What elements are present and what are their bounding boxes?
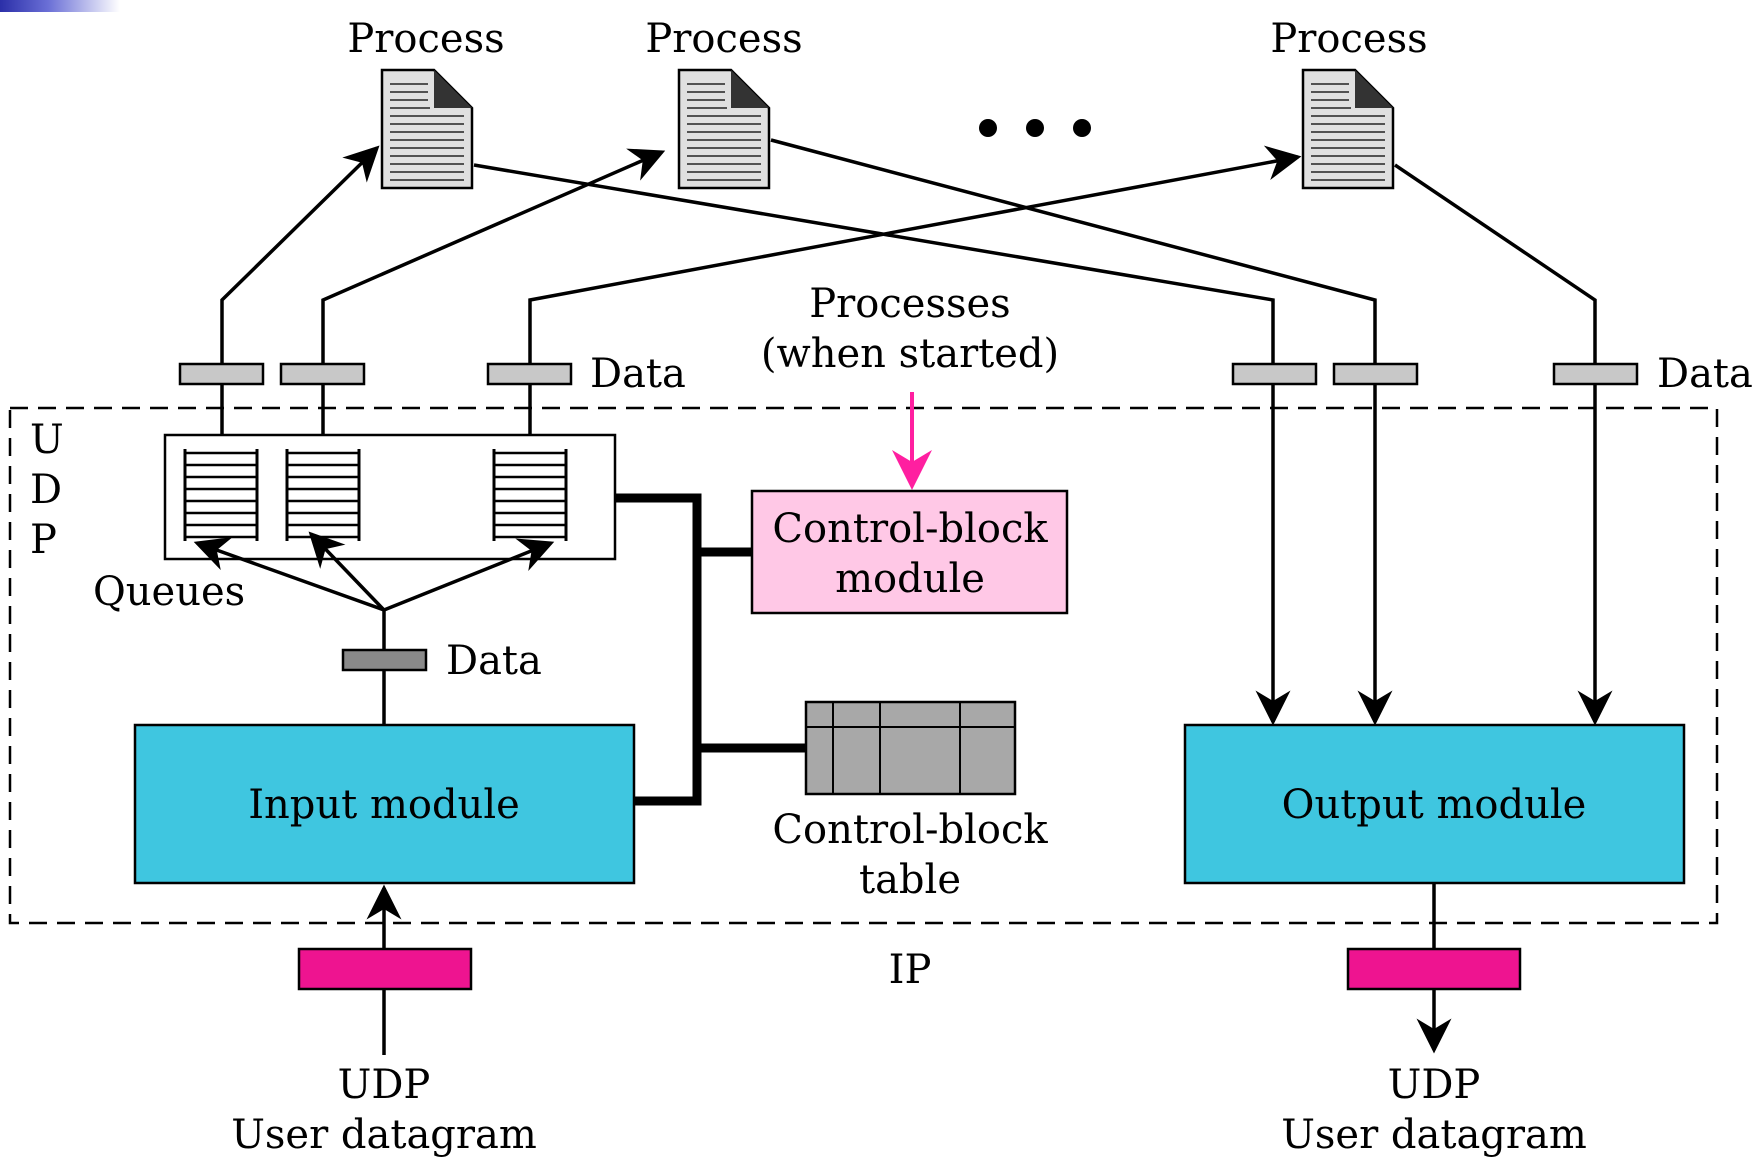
data-to-queue2	[308, 531, 386, 612]
data-to-queue1	[193, 537, 385, 612]
control-block-module-line2: module	[835, 556, 985, 602]
data-bar	[279, 362, 366, 386]
datagram-bar-left	[297, 947, 473, 991]
udp-vertical-p: P	[30, 517, 57, 563]
process-label-2: Process	[645, 16, 802, 62]
udp-left-line1: UDP	[338, 1062, 431, 1108]
output-module-label: Output module	[1282, 782, 1587, 828]
udp-vertical-u: U	[30, 417, 64, 463]
control-block-table-line1: Control-block	[772, 807, 1048, 853]
udp-right-line1: UDP	[1388, 1062, 1481, 1108]
ellipsis-dots	[979, 119, 1091, 137]
control-block-table-line2: table	[859, 857, 961, 903]
control-block-table-icon	[804, 700, 1017, 796]
data-label-middle: Data	[446, 638, 542, 684]
queue3-to-process3	[528, 145, 1302, 449]
ip-label: IP	[889, 947, 932, 993]
document-icon	[380, 68, 474, 190]
control-block-module-line1: Control-block	[772, 506, 1048, 552]
processes-started-line2: (when started)	[761, 331, 1059, 377]
process2-to-output	[770, 138, 1393, 726]
udp-boundary	[8, 406, 1719, 925]
process3-to-output	[1394, 163, 1613, 726]
data-bar	[1231, 362, 1318, 386]
data-bar	[1552, 362, 1639, 386]
data-label-right: Data	[1657, 351, 1752, 397]
process1-to-output	[473, 163, 1291, 726]
process-label-1: Process	[347, 16, 504, 62]
datagram-bar-right	[1346, 947, 1522, 991]
data-bar-middle	[341, 648, 428, 672]
udp-left-line2: User datagram	[231, 1112, 537, 1158]
udp-vertical-d: D	[30, 467, 62, 513]
document-icon	[1301, 68, 1395, 190]
document-icon	[677, 68, 771, 190]
udp-right-line2: User datagram	[1281, 1112, 1587, 1158]
processes-started-line1: Processes	[809, 281, 1010, 327]
queue1-to-process1	[220, 145, 380, 449]
corner-decoration	[0, 0, 120, 12]
input-module	[133, 723, 636, 885]
data-bar	[1332, 362, 1419, 386]
process-label-3: Process	[1270, 16, 1427, 62]
output-module	[1183, 723, 1686, 885]
data-bar	[486, 362, 573, 386]
data-to-queue3	[383, 538, 555, 612]
queue2-to-process2	[321, 148, 666, 449]
input-module-label: Input module	[248, 782, 520, 828]
data-bar	[178, 362, 265, 386]
control-bus	[615, 493, 702, 806]
control-block-module	[750, 489, 1069, 615]
queues-container	[163, 433, 617, 561]
data-label-left: Data	[590, 351, 686, 397]
queues-label: Queues	[93, 569, 245, 615]
